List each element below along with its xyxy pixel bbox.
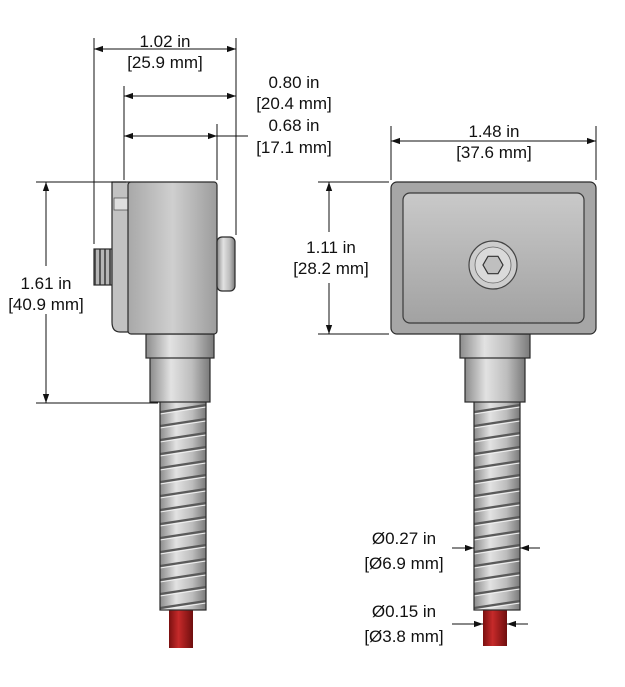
label-overall-height-mm: [40.9 mm] bbox=[8, 295, 84, 314]
front-armored-cable bbox=[473, 399, 521, 611]
hex-socket-icon bbox=[482, 255, 504, 275]
side-connector-nut bbox=[149, 355, 211, 403]
label-body-width-mm: [17.1 mm] bbox=[256, 138, 332, 157]
side-connector-collar bbox=[145, 333, 215, 359]
label-cable-outer-in: Ø0.27 in bbox=[372, 529, 436, 548]
side-armored-cable bbox=[159, 399, 207, 611]
side-base-flange bbox=[111, 181, 131, 333]
label-front-height-in: 1.11 in bbox=[306, 238, 356, 257]
label-cable-inner-in: Ø0.15 in bbox=[372, 602, 436, 621]
side-red-cable bbox=[169, 608, 193, 648]
label-overall-height-in: 1.61 in bbox=[20, 274, 71, 293]
label-cable-inner-mm: [Ø3.8 mm] bbox=[364, 627, 443, 646]
front-connector-nut bbox=[464, 355, 526, 403]
label-front-width-in: 1.48 in bbox=[468, 122, 519, 141]
front-red-cable bbox=[483, 608, 507, 646]
side-cap-screw bbox=[216, 236, 236, 292]
front-dimensions: 1.48 in [37.6 mm] 1.11 in [28.2 mm] Ø0.2… bbox=[293, 122, 597, 646]
front-view bbox=[390, 181, 597, 646]
side-dimensions: 1.02 in [25.9 mm] 0.80 in [20.4 mm] 0.68… bbox=[8, 32, 332, 404]
label-body-width-in: 0.68 in bbox=[268, 116, 319, 135]
label-overall-width-mm: [25.9 mm] bbox=[127, 53, 203, 72]
label-front-width-mm: [37.6 mm] bbox=[456, 143, 532, 162]
label-overall-width-in: 1.02 in bbox=[139, 32, 190, 51]
label-cable-outer-mm: [Ø6.9 mm] bbox=[364, 554, 443, 573]
front-connector-collar bbox=[459, 333, 531, 359]
label-body-connector-width-mm: [20.4 mm] bbox=[256, 94, 332, 113]
side-view bbox=[93, 181, 236, 648]
side-housing bbox=[127, 181, 218, 335]
label-front-height-mm: [28.2 mm] bbox=[293, 259, 369, 278]
label-body-connector-width-in: 0.80 in bbox=[268, 73, 319, 92]
